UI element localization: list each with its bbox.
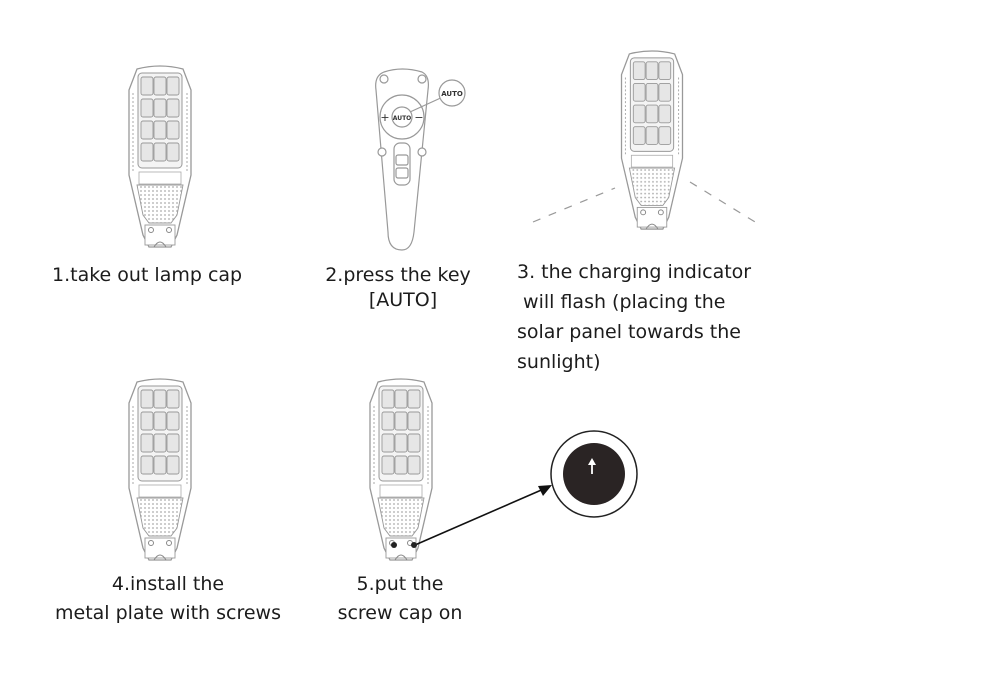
screw-cap-callout: [391, 430, 638, 548]
caption-line: 3. the charging indicator: [517, 261, 752, 283]
caption-line: metal plate with screws: [55, 602, 281, 624]
plus-icon: +: [380, 111, 389, 124]
step-2-caption: 2.press the key [AUTO]: [310, 261, 486, 315]
step-4-caption: 4.install the metal plate with screws: [20, 570, 316, 628]
caption-line: sunlight): [517, 351, 601, 373]
auto-callout: AUTO: [441, 90, 463, 98]
arrow-head-icon: [538, 485, 552, 496]
minus-icon: −: [414, 111, 423, 124]
caption-line: 5.put the: [356, 573, 444, 595]
caption-line: 4.install the: [111, 573, 225, 595]
remote-control: [375, 68, 466, 251]
step-3-caption: 3. the charging indicator will flash (pl…: [517, 257, 751, 377]
caption-line: 2.press the key: [325, 264, 471, 286]
arrow-up-icon: [588, 458, 596, 474]
caption-line: 1.take out lamp cap: [52, 264, 243, 286]
step-5-caption: 5.put the screw cap on: [320, 570, 480, 628]
caption-line: will flash (placing the: [517, 291, 726, 313]
caption-line: solar panel towards the: [517, 321, 741, 343]
step-1-caption: 1.take out lamp cap: [52, 261, 242, 290]
flash-indicator-lines: [532, 181, 761, 226]
lamp-step4: [128, 378, 192, 561]
caption-line: [AUTO]: [368, 289, 438, 311]
auto-key: AUTO: [393, 115, 412, 122]
caption-line: screw cap on: [337, 602, 463, 624]
lamp-step1: [128, 65, 192, 248]
lamp-step5: [369, 378, 433, 561]
lamp-step3: [620, 50, 684, 230]
